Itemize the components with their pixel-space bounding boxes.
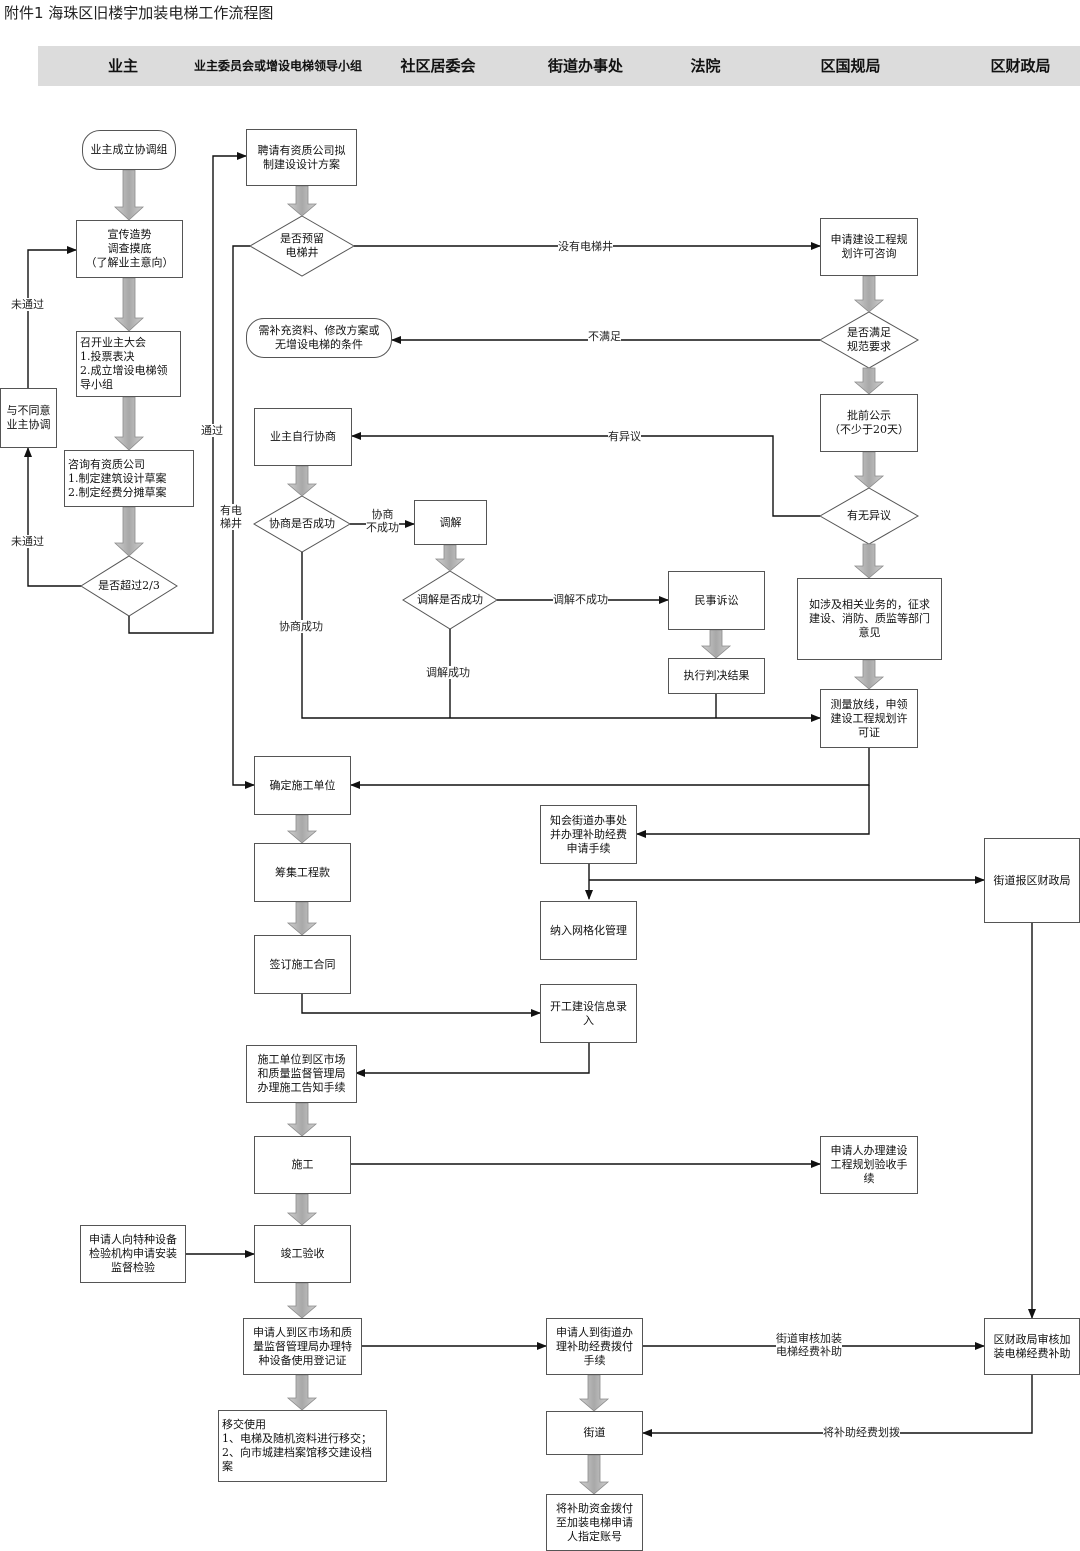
connector-not-passed-top bbox=[27, 246, 77, 388]
label-no-shaft: 没有电梯井 bbox=[558, 240, 613, 253]
label-insufficient: 不满足 bbox=[588, 330, 621, 343]
node-handover: 移交使用 1、电梯及随机资料进行移交； 2、向市城建档案馆移交建设档 案 bbox=[218, 1410, 387, 1482]
label-not-passed-top: 未通过 bbox=[11, 298, 44, 311]
label-negotiation-failed: 协商 不成功 bbox=[366, 508, 399, 534]
lane-court: 法院 bbox=[690, 57, 721, 75]
node-sign-contract: 签订施工合同 bbox=[254, 935, 351, 994]
node-hire-company: 聘请有资质公司拟 制建设设计方案 bbox=[246, 129, 357, 186]
connector-objection bbox=[351, 432, 820, 517]
label-objection: 有异议 bbox=[608, 430, 641, 443]
node-special-inspection: 申请人向特种设备 检验机构申请安装 监督检验 bbox=[80, 1225, 186, 1283]
lane-street-office: 街道办事处 bbox=[547, 57, 623, 75]
diamond-reserved-shaft bbox=[248, 215, 356, 277]
node-need-supplement: 需补充资料、修改方案或 无增设电梯的条件 bbox=[246, 318, 392, 358]
node-info-entry: 开工建设信息录 入 bbox=[540, 984, 637, 1043]
label-passed: 通过 bbox=[201, 424, 223, 437]
connector-passed bbox=[128, 152, 247, 634]
label-street-review: 街道审核加装 电梯经费补助 bbox=[776, 1332, 842, 1358]
node-coordinate-disagree: 与不同意 业主协调 bbox=[0, 388, 57, 448]
fat-arrow bbox=[578, 1454, 610, 1495]
node-subsidy-apply: 申请人到街道办 理补助经费拨付 手续 bbox=[546, 1318, 643, 1375]
label-has-shaft: 有电 梯井 bbox=[220, 504, 242, 530]
node-owners-negotiate: 业主自行协商 bbox=[254, 408, 352, 466]
lane-owner: 业主 bbox=[107, 57, 138, 75]
diamond-reserved-shaft-text: 是否预留 电梯井 bbox=[280, 232, 324, 259]
node-consult-departments: 如涉及相关业务的，征求 建设、消防、质监等部门 意见 bbox=[797, 578, 942, 660]
node-consult-company: 咨询有资质公司 1.制定建筑设计草案 2.制定经费分摊草案 bbox=[64, 450, 194, 507]
fat-arrow bbox=[700, 629, 732, 659]
connector-not-passed-bottom bbox=[24, 447, 81, 587]
fat-arrow bbox=[853, 543, 885, 579]
fat-arrow bbox=[286, 814, 318, 844]
fat-arrow bbox=[853, 659, 885, 690]
connector-entry-to-notice bbox=[355, 1043, 590, 1077]
fat-arrow bbox=[286, 1193, 318, 1226]
label-mediation-succeeded: 调解成功 bbox=[426, 666, 470, 679]
fat-arrow bbox=[286, 185, 318, 217]
node-determine-contractor: 确定施工单位 bbox=[254, 756, 351, 815]
node-apply-consult: 申请建设工程规 划许可咨询 bbox=[820, 218, 918, 276]
node-mediation: 调解 bbox=[414, 500, 487, 545]
connector-allocate-funds bbox=[642, 1375, 1033, 1437]
node-finance-review: 区财政局审核加 装电梯经费补助 bbox=[984, 1318, 1080, 1375]
diamond-exceed-two-thirds-text: 是否超过2/3 bbox=[98, 579, 160, 592]
node-construction-notice: 施工单位到区市场 和质量监督管理局 办理施工告知手续 bbox=[246, 1045, 357, 1103]
connector-contract-to-entry bbox=[301, 994, 541, 1017]
node-pre-publicity: 批前公示 （不少于20天） bbox=[820, 394, 918, 452]
lane-committee: 业主委员会或增设电梯领导小组 bbox=[193, 59, 362, 73]
node-street-report: 街道报区财政局 bbox=[984, 838, 1080, 923]
fat-arrow bbox=[434, 544, 466, 572]
fat-arrow bbox=[853, 367, 885, 395]
node-owners-meeting: 召开业主大会 1.投票表决 2.成立增设电梯领 导小组 bbox=[76, 331, 181, 397]
fat-arrow bbox=[286, 901, 318, 936]
node-execute-judgment: 执行判决结果 bbox=[668, 658, 765, 694]
node-construction: 施工 bbox=[254, 1136, 351, 1194]
label-allocate-funds: 将补助经费划拨 bbox=[823, 1426, 900, 1439]
connector-negotiation-succeeded bbox=[301, 552, 821, 722]
lane-finance-bureau: 区财政局 bbox=[990, 57, 1051, 75]
node-civil-litigation: 民事诉讼 bbox=[668, 571, 765, 630]
node-acceptance-apply: 申请人办理建设 工程规划验收手 续 bbox=[820, 1136, 918, 1194]
node-registration: 申请人到区市场和质 量监督管理局办理特 种设备使用登记证 bbox=[243, 1318, 362, 1375]
fat-arrow bbox=[853, 451, 885, 489]
node-notify-street: 知会街道办事处 并办理补助经费 申请手续 bbox=[540, 805, 637, 864]
fat-arrow bbox=[578, 1374, 610, 1412]
label-mediation-failed: 调解不成功 bbox=[553, 593, 608, 606]
connector-permit-to-contractor bbox=[350, 748, 870, 789]
node-survey-permit: 测量放线，申领 建设工程规划许 可证 bbox=[820, 689, 918, 748]
diamond-meet-spec-text: 是否满足 规范要求 bbox=[847, 326, 891, 353]
node-street: 街道 bbox=[546, 1411, 643, 1455]
node-pay-account: 将补助资金拨付 至加装电梯申请 人指定账号 bbox=[546, 1494, 643, 1551]
fat-arrow bbox=[113, 277, 145, 332]
fat-arrow bbox=[113, 396, 145, 451]
node-completion-acceptance: 竣工验收 bbox=[254, 1225, 351, 1283]
fat-arrow bbox=[113, 506, 145, 557]
label-not-passed-bottom: 未通过 bbox=[11, 535, 44, 548]
lane-community: 社区居委会 bbox=[400, 57, 476, 75]
diamond-has-objection-text: 有无异议 bbox=[847, 509, 891, 522]
node-raise-funds: 筹集工程款 bbox=[254, 843, 351, 902]
swimlane-header: 业主 业主委员会或增设电梯领导小组 社区居委会 街道办事处 法院 区国规局 区财… bbox=[38, 46, 1080, 86]
node-publicity: 宣传造势 调查摸底 （了解业主意向） bbox=[76, 220, 183, 278]
fat-arrow bbox=[286, 1102, 318, 1137]
lane-planning-bureau: 区国规局 bbox=[820, 57, 881, 75]
node-form-group: 业主成立协调组 bbox=[82, 130, 176, 170]
diamond-mediation-success-text: 调解是否成功 bbox=[417, 593, 483, 606]
node-grid-management: 纳入网格化管理 bbox=[540, 901, 637, 960]
fat-arrow bbox=[286, 1374, 318, 1411]
fat-arrow bbox=[286, 465, 318, 497]
fat-arrow bbox=[853, 275, 885, 313]
fat-arrow bbox=[113, 169, 145, 221]
connector-permit-to-street bbox=[636, 785, 870, 838]
fat-arrow bbox=[286, 1282, 318, 1319]
diamond-negotiation-success-text: 协商是否成功 bbox=[269, 517, 335, 530]
page-title: 附件1 海珠区旧楼宇加装电梯工作流程图 bbox=[4, 4, 274, 22]
label-negotiation-succeeded: 协商成功 bbox=[279, 620, 323, 633]
